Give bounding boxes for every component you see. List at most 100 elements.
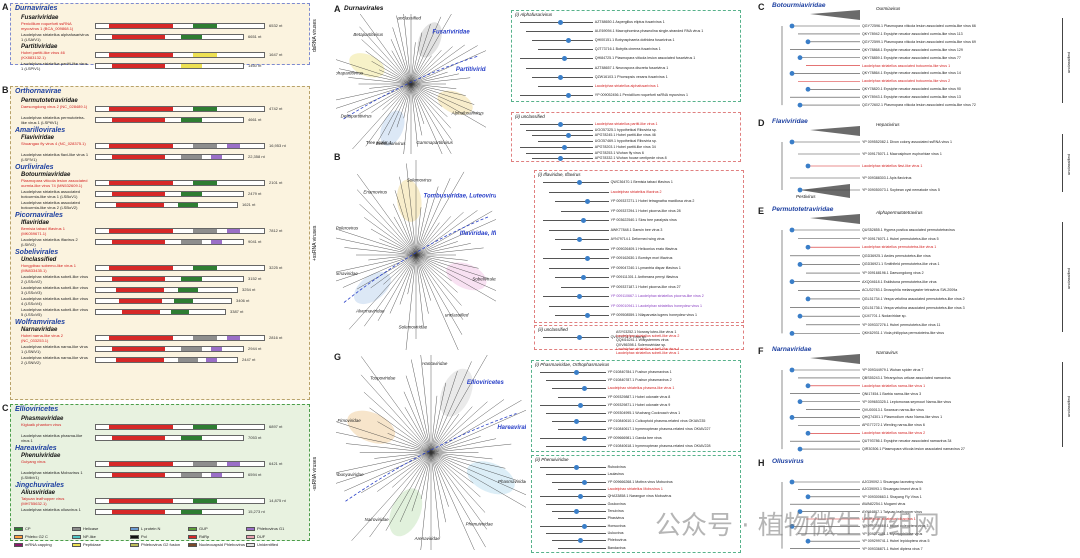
genome-length: 16,953 nt: [269, 143, 286, 148]
genome-bar: [95, 180, 265, 186]
tree-branch: [430, 452, 449, 507]
genome-bar: [95, 143, 265, 149]
tree-branch: [356, 189, 417, 256]
tip-label: YP 009050073.1 Soybean cyst nematode vir…: [862, 188, 940, 192]
protein-domain: [210, 155, 223, 159]
tip-label: YP 009299741.1 Hubei lepidoptera virus 5: [862, 539, 930, 544]
tip-label: Laodelphax striatellus alphafusarivirus …: [594, 83, 659, 88]
rdrp-domain: [109, 53, 174, 57]
tip-label: Goukovirus: [607, 501, 626, 506]
panel-letter: D: [758, 118, 765, 128]
tip-label: AXQ04618.1 Eskilstuna permutotetra-like …: [862, 279, 937, 284]
legend-item: CP: [14, 526, 31, 531]
tip-label: Laodelphax striatellus associated botour…: [862, 79, 951, 84]
order-header: Wolframvirales: [15, 319, 66, 326]
family-name: Iflaviridae: [21, 220, 50, 226]
pos-ssrna-section-order: Orthornavirae: [15, 88, 62, 95]
tree-branch: [410, 16, 442, 85]
virus-label: Laodelphax striatellus alphafusarivirus …: [21, 32, 89, 42]
genome-bar: [95, 435, 244, 441]
tree-branch: [377, 421, 432, 453]
tip-branch: [549, 305, 609, 307]
rdrp-domain: [112, 510, 166, 514]
tip-label: AYN84807.1 Taiyuan leafhopper virus: [862, 509, 923, 514]
tree-branch: [415, 216, 451, 256]
legend-item: RdRp: [188, 534, 209, 539]
legend-label: Peptidase: [83, 542, 101, 547]
protein-domain: [181, 277, 202, 281]
tree-branch: [430, 371, 458, 453]
tree-branch: [377, 452, 432, 492]
family-name: Flaviviridae: [21, 135, 55, 141]
bootstrap-node: [789, 279, 795, 285]
legend-swatch: [14, 526, 23, 531]
tree-branch: [415, 254, 464, 320]
tip-label: YP 010840617.1 hymenopteran phasma-relat…: [607, 427, 711, 432]
tree-branch: [410, 83, 482, 116]
genome-bar: [95, 461, 265, 467]
tip-label: APG77272.1 Wenling narna-like virus 6: [862, 423, 925, 428]
virus-label: Daesongdong virus 2 (NC_028489.1): [21, 104, 88, 109]
legend-swatch: [188, 526, 197, 531]
genome-bar: [95, 228, 265, 234]
clade-label: Arenaviridae: [414, 536, 441, 541]
genome-bar: [95, 276, 244, 282]
tree-branch: [399, 176, 417, 256]
clade-label: Phenuiviridae: [466, 521, 494, 526]
virus-label: Laodelphax striatellus sobeli-like virus…: [21, 274, 89, 284]
tree-branch: [410, 44, 465, 85]
tree-branch: [359, 26, 412, 85]
tree-branch: [415, 254, 452, 282]
tip-label: Horwuvirus: [607, 523, 626, 528]
tip-label: Laodelphax striatellus iflavirus 2: [610, 189, 662, 194]
virus-label: Laodelphax striatellus sobeli-like virus…: [21, 285, 89, 295]
bootstrap-node: [558, 156, 563, 162]
tip-label: QUS52855.1 Hypera postica associated per…: [862, 228, 955, 232]
tip-label: QGD36925.1 Aedes permutotetra-like virus: [862, 253, 931, 258]
tip-branch: [540, 467, 606, 468]
tree-branch: [430, 452, 447, 523]
tip-label: YP 009175071.1 Macrosiphum euphorbiae vi…: [862, 152, 942, 156]
rdrp-domain: [112, 240, 166, 244]
protein-domain: [177, 288, 198, 292]
tip-label: YP 009176071.1 Hubei permutotetra-like v…: [862, 236, 939, 241]
tip-label: YP 009337187.1 Hubei picorna-like virus …: [610, 284, 681, 289]
tree-branch: [415, 254, 463, 335]
bootstrap-node: [577, 335, 582, 340]
protein-domain: [181, 473, 202, 477]
bootstrap-node: [789, 479, 795, 485]
tip-branch: [538, 141, 593, 142]
tree-branch: [410, 83, 486, 128]
tip-branch: [546, 503, 606, 505]
tree-branch: [430, 452, 475, 550]
box-title: (ii) unclassified: [515, 114, 545, 119]
tree-branch: [410, 73, 459, 85]
protein-domain: [193, 499, 217, 503]
narna-title: Narnaviridae: [772, 346, 812, 353]
tree-branch: [377, 83, 412, 142]
tree-branch: [415, 243, 471, 256]
protein-domain: [181, 192, 202, 196]
genome-bar: [95, 117, 244, 123]
virus-label: Shuangao fly virus 4 (NC_028375.1): [21, 141, 86, 146]
tip-label: ALE69094.1 Macrophomina phaseolina singl…: [594, 29, 704, 34]
tree-branch: [430, 438, 497, 453]
protein-domain: [181, 436, 202, 440]
dsrna-section: dsRNA viruses: [312, 19, 318, 52]
tree-branch: [415, 254, 479, 269]
tip-label: QGL51736.1 Vespa velutina associated per…: [862, 305, 965, 310]
tip-branch: [540, 404, 606, 406]
tip-branch: [555, 315, 609, 317]
tree-branch: [336, 83, 412, 101]
virus-label: Laodelphax striatellus ollusvirus 1: [21, 507, 81, 512]
tip-label: YP 009010941.1 Laodelphax striatellus ho…: [610, 303, 703, 308]
genome-bar: [95, 202, 238, 208]
tree-branch: [415, 254, 489, 279]
tree-branch: [410, 50, 486, 85]
bootstrap-node: [581, 275, 586, 281]
tip-branch: [540, 525, 606, 527]
tree-branch: [415, 219, 496, 256]
tip-label: AZT88650.1 Aspergillus eliptus fusarivir…: [594, 20, 665, 24]
